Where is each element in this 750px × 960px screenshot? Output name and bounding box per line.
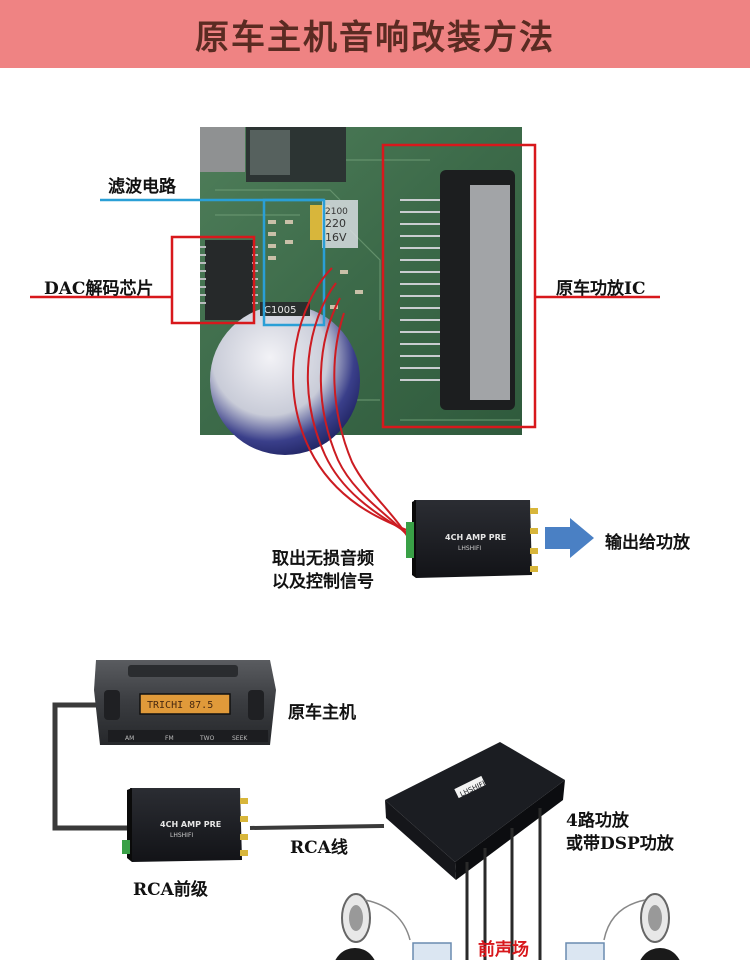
pre-amp-device-bottom: 4CH AMP PRE LHSHIFI xyxy=(122,788,248,862)
crossover-right-icon xyxy=(566,943,604,960)
four-channel-amp-label-line2: 或带DSP功放 xyxy=(566,829,674,854)
rca-cable-label: RCA线 xyxy=(290,833,348,858)
pcb-cap-marking-2: 220 xyxy=(325,217,346,230)
pcb-chip-marking: C1005 xyxy=(264,305,296,316)
pre-amp-bottom-model-text: 4CH AMP PRE xyxy=(160,820,221,829)
large-capacitor xyxy=(210,305,360,455)
radio-button-am: AM xyxy=(125,735,134,742)
head-unit-radio: TRICHI 87.5 AM FM TWO SEEK xyxy=(94,660,276,745)
dac-chip-label: DAC解码芯片 xyxy=(44,274,153,299)
pcb-board: 2100 220 16V C1005 xyxy=(200,127,522,455)
radio-button-two: TWO xyxy=(199,735,215,742)
dac-chip xyxy=(205,240,253,320)
extract-signal-label-line1: 取出无损音频 xyxy=(272,544,374,569)
rca-preamp-label: RCA前级 xyxy=(133,875,208,900)
output-arrow-icon xyxy=(545,518,594,558)
speaker-left-icon xyxy=(342,894,410,942)
speaker-right-icon xyxy=(604,894,669,942)
pcb-cap-marking-3: 16V xyxy=(325,231,347,244)
front-stage-label: 前声场 xyxy=(478,935,529,960)
rca-cable xyxy=(250,826,384,828)
pcb-cap-marking-1: 2100 xyxy=(325,207,348,217)
filter-circuit-label: 滤波电路 xyxy=(108,172,176,197)
pre-amp-bottom-brand-text: LHSHIFI xyxy=(170,832,193,839)
radio-display-text: TRICHI 87.5 xyxy=(147,700,213,711)
crossover-left-icon xyxy=(413,943,451,960)
pre-amp-brand-text: LHSHIFI xyxy=(458,545,481,552)
amp-ic-label: 原车功放IC xyxy=(556,274,645,299)
four-channel-amplifier: LHSHIFI xyxy=(385,742,565,880)
output-to-amp-label: 输出给功放 xyxy=(605,528,690,553)
pre-amp-device-top: 4CH AMP PRE LHSHIFI xyxy=(406,500,538,578)
woofer-right-icon xyxy=(638,948,682,960)
head-unit-label: 原车主机 xyxy=(288,698,356,723)
radio-button-fm: FM xyxy=(165,735,174,742)
pre-amp-model-text: 4CH AMP PRE xyxy=(445,533,506,542)
radio-button-seek: SEEK xyxy=(232,735,248,742)
woofer-left-icon xyxy=(333,948,377,960)
extract-signal-label-line2: 以及控制信号 xyxy=(272,567,374,592)
four-channel-amp-label-line1: 4路功放 xyxy=(566,806,629,831)
